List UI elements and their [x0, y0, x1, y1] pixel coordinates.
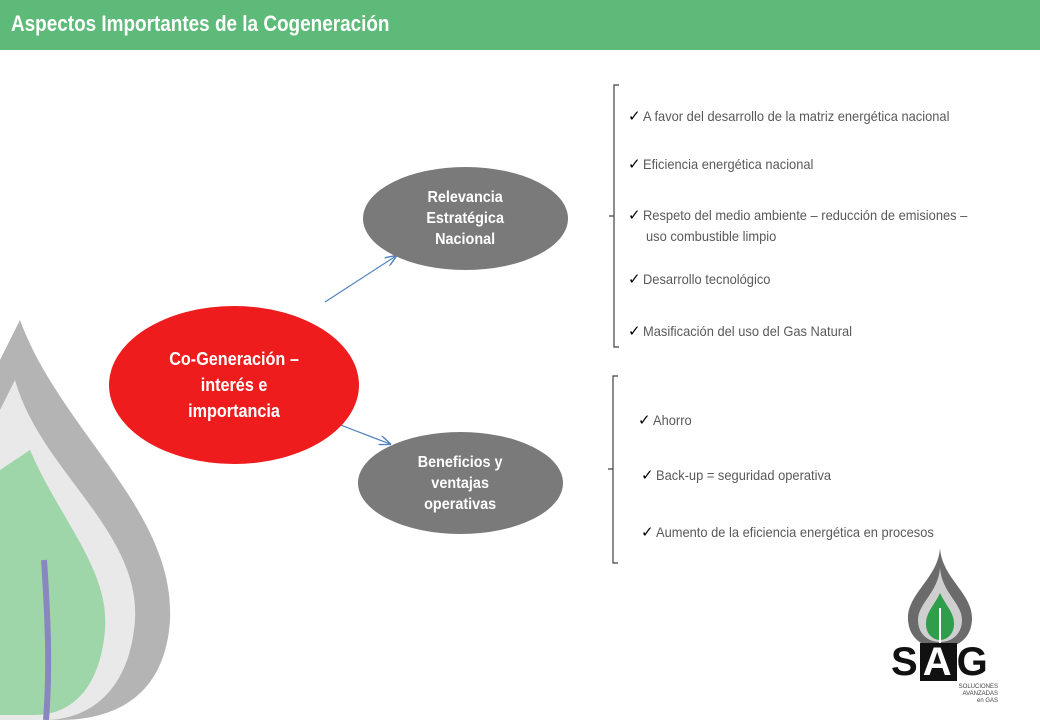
check-icon: ✓ — [641, 467, 654, 484]
logo-letter-a: A — [919, 642, 957, 682]
list-item: ✓Ahorro — [638, 412, 692, 429]
list-item: ✓Masificación del uso del Gas Natural — [628, 323, 852, 340]
page-title: Aspectos Importantes de la Cogeneración — [11, 11, 390, 36]
node-relevancia: Relevancia Estratégica Nacional — [363, 167, 568, 270]
check-icon: ✓ — [628, 271, 641, 288]
logo-letter-s: S — [891, 640, 920, 684]
check-icon: ✓ — [628, 323, 641, 340]
check-icon: ✓ — [641, 524, 654, 541]
list-item: ✓Eficiencia energética nacional — [628, 156, 813, 173]
check-icon: ✓ — [628, 156, 641, 173]
node-rel-line-3: Nacional — [435, 231, 496, 248]
node-rel-line-2: Estratégica — [426, 210, 505, 227]
node-main-line-3: importancia — [188, 401, 280, 421]
list-item: ✓Desarrollo tecnológico — [628, 271, 771, 288]
node-ben-line-2: ventajas — [431, 474, 490, 492]
list-item: ✓Back-up = seguridad operativa — [641, 467, 831, 484]
sag-logo-subtitle: SOLUCIONES AVANZADAS en GAS — [958, 684, 998, 704]
list-item: ✓Aumento de la eficiencia energética en … — [641, 524, 934, 541]
logo-letter-g: G — [956, 640, 990, 684]
list-item: ✓Respeto del medio ambiente – reducción … — [628, 207, 967, 244]
node-beneficios: Beneficios y ventajas operativas — [358, 432, 563, 534]
node-ben-line-1: Beneficios y — [418, 453, 503, 471]
check-icon: ✓ — [628, 207, 641, 224]
list-item: ✓A favor del desarrollo de la matriz ene… — [628, 108, 950, 125]
node-ben-line-3: operativas — [424, 495, 497, 513]
check-icon: ✓ — [628, 108, 641, 125]
node-main-line-1: Co-Generación – — [169, 349, 299, 369]
bracket-beneficios — [608, 375, 618, 564]
bracket-relevancia — [609, 84, 619, 348]
node-rel-line-1: Relevancia — [427, 189, 504, 206]
node-main-line-2: interés e — [200, 375, 268, 395]
sag-logo-wordmark: SAG — [891, 640, 990, 685]
header-bar: Aspectos Importantes de la Cogeneración — [0, 0, 1040, 50]
background-flame-graphic — [0, 320, 171, 720]
check-icon: ✓ — [638, 412, 651, 429]
node-cogeneracion: Co-Generación – interés e importancia — [109, 306, 359, 464]
sag-logo-flame-icon — [908, 548, 972, 648]
arrow-to-relevancia — [324, 256, 396, 303]
